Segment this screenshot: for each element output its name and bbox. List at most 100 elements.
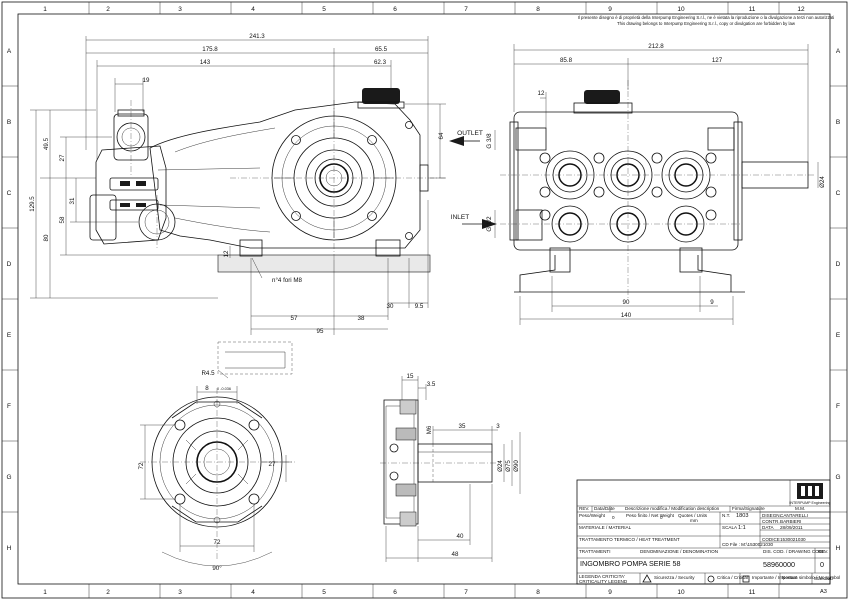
cd-file: CD File : M:\1530021030 [722,542,774,547]
no-symbol-label: Nessun simbolo / No symbol [782,575,840,580]
dim-3: 3 [496,423,500,430]
denomination-label: DENOMINAZIONE / DENOMINATION [640,549,718,554]
rev-label: REV. [818,549,828,554]
inlet-thread: G 1/2 [486,216,493,232]
shaft-dia-90: Ø90 [513,460,520,472]
outlet-thread: G 3/8 [486,133,493,149]
grid-col-2-bottom: 2 [106,589,110,596]
grid-col-5-bottom: 5 [322,589,326,596]
shaft-section-view [380,399,500,527]
scale-value: 1:1 [738,525,746,531]
grid-row-c: C [7,190,12,197]
thread-m6: M6 [426,425,433,434]
grid-col-10-bottom: 10 [677,589,685,596]
dim-15: 15 [407,373,414,380]
drawing-code-label: DIS. COD. / DRAWING CODE [763,549,825,554]
dim-9: 9 [710,299,714,306]
key-width: 8 [205,385,209,392]
drawing-code: 58960000 [763,560,795,569]
dim-65-5: 65.5 [375,46,388,53]
grid-col-12: 12 [797,6,805,13]
company-logo [797,483,823,499]
dim-127: 127 [712,57,723,64]
grid-col-8-bottom: 8 [536,589,540,596]
outlet-label: OUTLET [457,130,483,137]
grid-col-5: 5 [322,6,326,13]
weight-label: Peso/Weight [579,513,606,518]
dim-212-8: 212.8 [648,43,664,50]
side-view-dimensions: 241.3 175.8 65.5 143 62.3 19 129.5 49.5 … [29,33,446,335]
net-weight-label: Peso finito / Net Weight [626,513,675,518]
dim-72-side: 72 [138,462,145,469]
dim-12-front: 12 [538,90,545,97]
drawn-label: DISEGN. [762,513,781,518]
flange-view-dimensions: R4.5 8 0 -0.036 72 27 72 90° [138,370,292,572]
units-value: mm [690,518,698,523]
shaft-diameter: Ø24 [819,176,826,188]
dim-95: 95 [317,328,324,335]
grid-row-f-right: F [836,403,840,410]
rev-header-date: Data/Date [594,506,615,511]
weight-value: 0 [612,515,615,520]
grid-col-7: 7 [464,6,468,13]
dim-19: 19 [143,77,150,84]
grid-row-h: H [7,545,12,552]
grid-col-9-bottom: 9 [608,589,612,596]
grid-col-1: 1 [43,6,47,13]
date-value: 28/09/2011 [780,525,803,530]
dim-143: 143 [200,59,211,66]
grid-row-b: B [7,119,11,126]
grid-col-11-bottom: 11 [749,589,756,596]
units-label: Quotes / Units [678,513,708,518]
grid-row-g-right: G [835,474,840,481]
front-view-dimensions: 212.8 85.8 127 12 OUTLET G 3/8 INLET G 1… [451,43,826,325]
rev-value: 0 [820,560,824,569]
holes-label: n°4 fori M8 [272,277,303,284]
dim-129-5: 129.5 [29,196,36,212]
dim-27: 27 [59,154,66,161]
grid-col-3-bottom: 3 [178,589,182,596]
drawn-value: CANTARELLI [780,513,808,518]
grid-col-8: 8 [536,6,540,13]
shaft-section-dimensions: 15 3.5 35 3 40 48 M6 Ø24 Ø75 Ø90 [385,373,521,562]
dim-31: 31 [69,197,76,204]
grid-row-h-right: H [836,545,841,552]
dim-27-flange: 27 [269,461,276,468]
grid-row-f: F [7,403,11,410]
grid-col-6: 6 [393,6,397,13]
grid-col-10: 10 [677,6,685,13]
nt-label: N.T. [722,513,730,518]
rev-header-mm: M.M. [795,506,805,511]
code-label: CODICE [762,537,780,542]
dim-35: 35 [459,423,466,430]
grid-row-e-right: E [836,332,841,339]
dim-57: 57 [291,315,298,322]
net-weight-value: 0 [660,515,663,520]
rev-header-rev: REV. [579,506,589,511]
dim-49-5: 49.5 [43,137,50,150]
material-label: MATERIALE / MATERIAL [579,525,632,530]
dim-38: 38 [358,315,365,322]
grid-row-b-right: B [836,119,840,126]
dim-58: 58 [59,216,66,223]
critical-icon [707,575,715,583]
grid-col-6-bottom: 6 [393,589,397,596]
dim-85-8: 85.8 [560,57,573,64]
rev-header-signature: Firma/Signature [732,506,765,511]
grid-col-4-bottom: 4 [251,589,255,596]
title-block: INTERPUMP Engineering REV. Data/Date Des… [576,479,840,595]
dim-90: 90 [623,299,630,306]
treatments-label: TRATTAMENTI [579,549,610,554]
dim-30: 30 [387,303,394,310]
flange-view [140,341,295,560]
heat-treatment-label: TRATTAMENTO TERMICO / HEAT TREATMENT [579,537,680,542]
critical-label: Critica / Critical [717,575,748,580]
grid-row-e: E [7,332,12,339]
dim-3-5: 3.5 [427,381,436,388]
company-name: INTERPUMP Engineering [789,501,830,505]
grid-row-d: D [7,261,12,268]
security-icon [642,574,652,583]
code-value: 1530021030 [780,537,806,542]
